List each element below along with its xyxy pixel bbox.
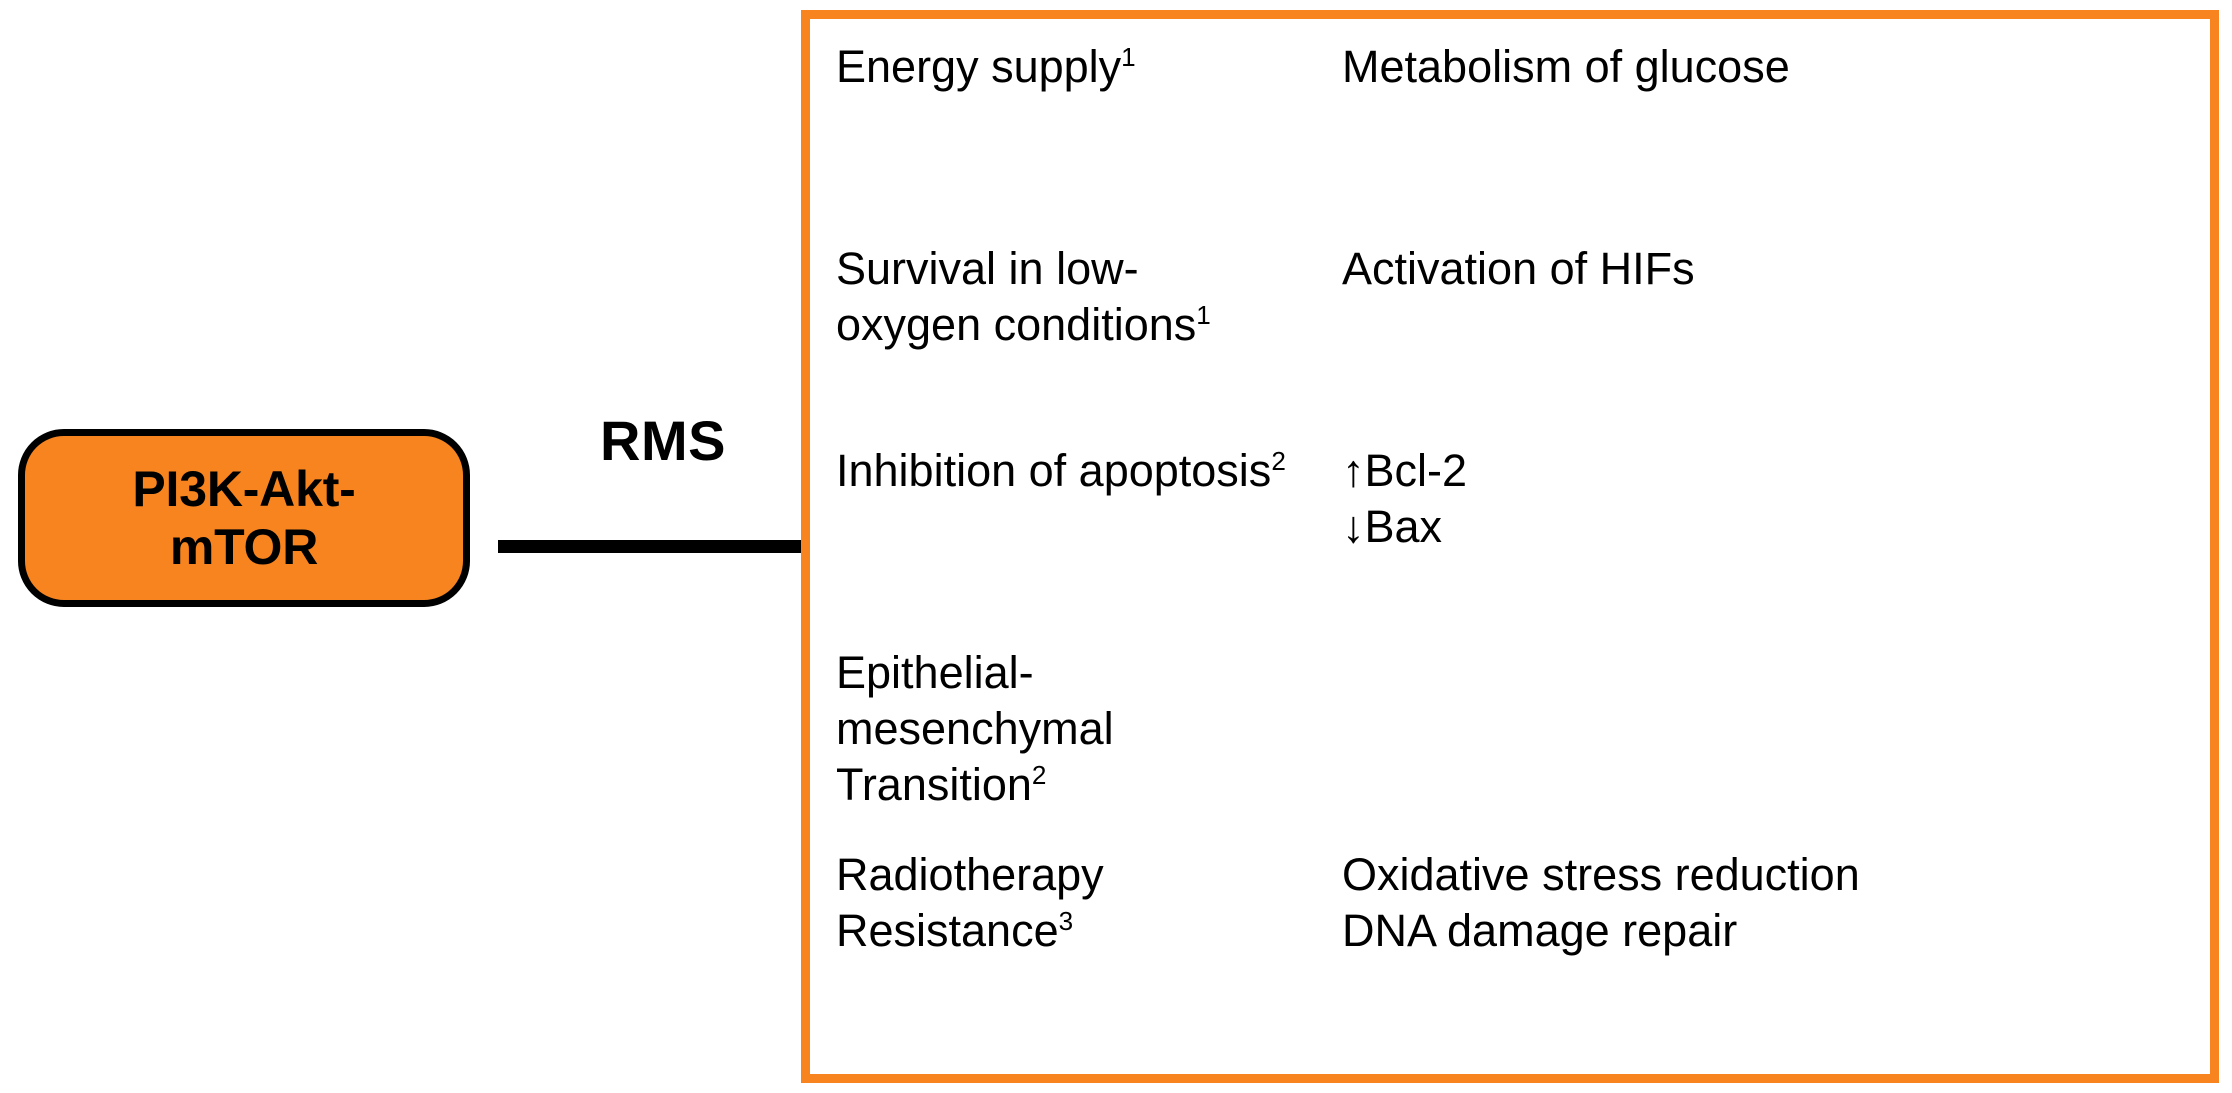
outcome-effect-cell: Radiotherapy Resistance3 <box>836 847 1332 959</box>
outcome-row: Epithelial-mesenchymal Transition2 <box>836 645 2192 847</box>
pathway-node-label: PI3K-Akt- mTOR <box>132 461 356 575</box>
outcome-mechanism-text: Metabolism of glucose <box>1342 41 1790 92</box>
outcome-effect-text: Inhibition of apoptosis2 <box>836 445 1286 496</box>
reference-superscript: 1 <box>1196 299 1211 330</box>
reference-superscript: 2 <box>1271 446 1286 476</box>
outcome-row: Energy supply1 Metabolism of glucose <box>836 39 2192 241</box>
outcome-row: Inhibition of apoptosis2 ↑Bcl-2↓Bax <box>836 443 2192 645</box>
outcome-effect-cell: Inhibition of apoptosis2 <box>836 443 1332 645</box>
outcome-row: Radiotherapy Resistance3 Oxidative stress… <box>836 847 2192 959</box>
outcome-effect-cell: Energy supply1 <box>836 39 1332 241</box>
outcome-row: Survival in low- oxygen conditions1 Activ… <box>836 241 2192 443</box>
outcome-effect-cell: Epithelial-mesenchymal Transition2 <box>836 645 1332 847</box>
reference-superscript: 1 <box>1121 42 1136 72</box>
outcome-mechanism-cell: ↑Bcl-2↓Bax <box>1332 443 2192 645</box>
reference-superscript: 3 <box>1058 905 1074 936</box>
outcome-mechanism-text: Oxidative stress reduction <box>1342 849 1860 900</box>
arrow-label: RMS <box>600 409 726 472</box>
outcome-mechanism-cell: Metabolism of glucose <box>1332 39 2192 241</box>
pathway-node: PI3K-Akt- mTOR <box>18 429 470 607</box>
outcome-mechanism-text: ↑Bcl-2 <box>1342 445 1468 496</box>
arrow-shaft <box>498 540 858 553</box>
outcome-mechanism-text: ↓Bax <box>1342 500 1443 552</box>
outcome-effect-text: Survival in low- oxygen conditions1 <box>836 243 1211 350</box>
outcome-mechanism-cell <box>1332 645 2192 847</box>
outcome-effect-text: Energy supply1 <box>836 41 1136 92</box>
outcome-mechanism-text: Activation of HIFs <box>1342 243 1695 294</box>
outcome-effect-text: Epithelial-mesenchymal Transition2 <box>836 647 1114 810</box>
outcome-mechanism-text: DNA damage repair <box>1342 904 1738 956</box>
outcome-effect-text: Radiotherapy Resistance3 <box>836 849 1104 956</box>
outcome-effect-cell: Survival in low- oxygen conditions1 <box>836 241 1332 443</box>
reference-superscript: 2 <box>1031 759 1047 790</box>
outcome-mechanism-cell: Activation of HIFs <box>1332 241 2192 443</box>
